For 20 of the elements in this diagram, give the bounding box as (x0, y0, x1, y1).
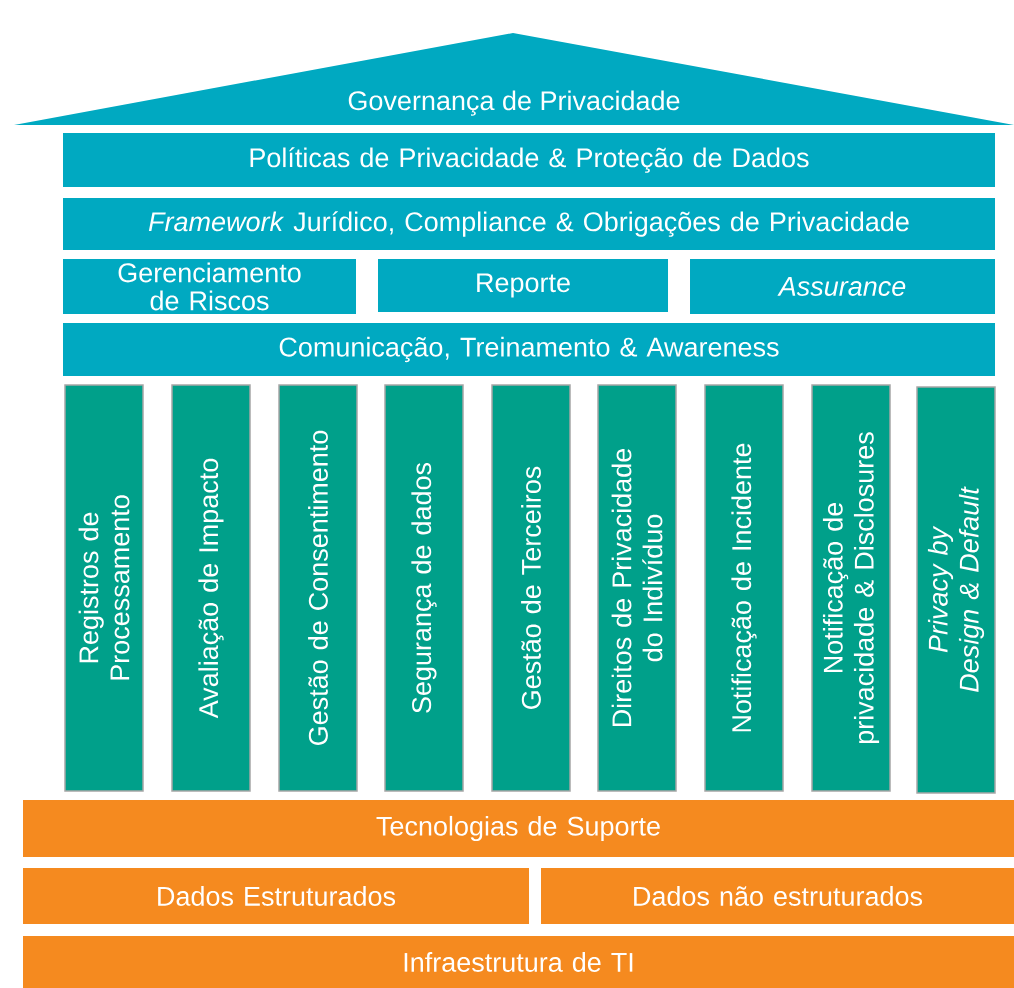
pillar-box: Avaliação de Impacto (171, 384, 251, 792)
pillar-box: Privacy by Design & Default (916, 386, 996, 794)
base-box: Tecnologias de Suporte (23, 800, 1014, 857)
pillar-box: Registros de Processamento (64, 384, 144, 792)
band-box: Comunicação, Treinamento & Awareness (63, 323, 995, 376)
pillar-box: Notificação de privacidade & Disclosures (811, 384, 891, 792)
base-box: Dados não estruturados (541, 868, 1014, 924)
band-box: Assurance (690, 259, 995, 314)
pillar-box: Direitos de Privacidade do Indivíduo (597, 384, 677, 792)
band-box: Políticas de Privacidade & Proteção de Dados (63, 133, 995, 187)
base-box: Infraestrutura de TI (23, 936, 1014, 988)
pillar-box: Notificação de Incidente (704, 384, 784, 792)
band-box: Reporte (378, 259, 668, 312)
band-box: Gerenciamento de Riscos (63, 259, 356, 314)
pillar-box: Segurança de dados (384, 384, 464, 792)
pillar-box: Gestão de Consentimento (278, 384, 358, 792)
roof-band: Governança de Privacidade (14, 33, 1014, 125)
base-box: Dados Estruturados (23, 868, 529, 924)
pillar-box: Gestão de Terceiros (491, 384, 571, 792)
band-box: Framework Jurídico, Compliance & Obrigações de Privacidade (63, 198, 995, 250)
